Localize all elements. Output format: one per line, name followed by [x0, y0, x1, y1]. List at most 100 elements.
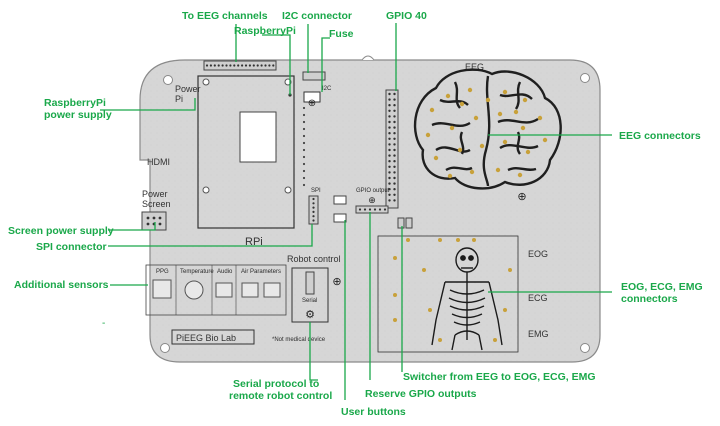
logo-icon: ⊕ — [368, 195, 376, 205]
gpio-pin — [388, 165, 391, 168]
body-electrode-pad — [438, 338, 442, 342]
eeg-electrode-pad — [429, 107, 435, 113]
spi-pin — [312, 219, 315, 222]
user-button-2[interactable] — [333, 213, 347, 223]
air-sensor-footprint[interactable] — [241, 282, 259, 298]
raspberry-pi-window — [239, 111, 277, 163]
gpio-pin — [388, 154, 391, 157]
gpio-pin — [393, 171, 396, 174]
screen-power-connector[interactable] — [141, 211, 167, 231]
eeg-header-pin — [213, 64, 216, 67]
callout-raspberry-pi-power-supply: RaspberryPi power supply — [44, 97, 112, 121]
user-button-1[interactable] — [333, 195, 347, 205]
switcher-1[interactable] — [397, 217, 405, 229]
spi-connector[interactable] — [308, 195, 319, 225]
serial-connector[interactable] — [305, 271, 315, 295]
body-electrode-pad — [393, 318, 397, 322]
ppg-sensor-footprint[interactable] — [152, 279, 172, 299]
dash-mark: - — [102, 318, 105, 329]
callout-screen-power-supply: Screen power supply — [8, 225, 114, 237]
spi-pin — [312, 206, 315, 209]
eeg-electrode-pad — [495, 167, 501, 173]
eeg-electrode-pad — [445, 93, 451, 99]
gpio-pin — [388, 137, 391, 140]
side-pin — [302, 169, 306, 173]
body-electrode-pad — [393, 256, 397, 260]
gpio-pin — [388, 193, 391, 196]
gpio-pin — [393, 143, 396, 146]
eeg-electrode-pad — [449, 125, 455, 131]
gpio-pin — [388, 109, 391, 113]
gpio-pin — [388, 104, 391, 107]
switcher-2[interactable] — [405, 217, 413, 229]
gpio-pin — [393, 199, 396, 202]
callout-i2c-connector: I2C connector — [282, 10, 352, 22]
reserve-gpio-pin — [373, 208, 377, 211]
reserve-gpio-pin — [383, 208, 387, 211]
warning-logo-icon: ⊕ — [517, 191, 526, 203]
eeg-electrode-pad — [502, 139, 508, 145]
reserve-gpio-pin — [368, 208, 372, 211]
callout-leader-lines — [100, 23, 612, 400]
side-pin — [302, 106, 306, 110]
eeg-channel-header[interactable] — [203, 60, 277, 71]
spi-label: SPI — [311, 188, 321, 194]
gpio-pin — [388, 148, 391, 152]
pin — [146, 222, 150, 226]
body-electrode-pad — [493, 338, 497, 342]
eeg-electrode-pad — [525, 149, 531, 155]
eeg-electrode-pad — [542, 137, 548, 143]
callout-reserve-gpio: Reserve GPIO outputs — [365, 388, 477, 400]
pin — [158, 222, 162, 226]
lab-label-box — [171, 329, 255, 345]
gpio-pin — [388, 199, 391, 202]
audio-sensor-footprint[interactable] — [215, 282, 233, 298]
eeg-header-pin — [244, 64, 248, 67]
serial-label: Serial — [302, 298, 317, 304]
side-pin — [302, 176, 306, 180]
gpio-pin — [393, 188, 396, 191]
i2c-small-label: I2C — [322, 86, 332, 92]
i2c-connector[interactable] — [302, 71, 326, 81]
pin — [146, 216, 150, 220]
body-electrode-pad — [393, 293, 397, 297]
emg-label: EMG — [528, 329, 549, 339]
eeg-header-pin — [264, 64, 267, 67]
eeg-electrode-pad — [457, 147, 463, 153]
spi-pin — [312, 215, 315, 218]
eeg-electrode-pads — [425, 87, 548, 179]
gpio-pin — [393, 176, 396, 180]
eeg-header-pin — [256, 64, 259, 67]
gpio-pin — [393, 165, 396, 168]
callout-gpio-40: GPIO 40 — [386, 10, 427, 22]
eeg-electrode-pad — [459, 101, 465, 107]
callout-additional-sensors: Additional sensors — [14, 279, 109, 291]
logo-icon: ⊕ — [332, 276, 341, 288]
gpio-pin — [388, 171, 391, 174]
side-pin — [302, 127, 306, 131]
pin — [158, 216, 162, 220]
callout-switcher: Switcher from EEG to EOG, ECG, EMG — [403, 371, 596, 383]
gpio-pin — [388, 143, 391, 146]
eeg-electrode-pad — [502, 89, 508, 95]
temperature-sensor-footprint[interactable] — [184, 280, 204, 300]
air-sensor-footprint-2[interactable] — [263, 282, 281, 298]
gpio-pin — [388, 182, 391, 185]
gpio-pin — [388, 126, 391, 129]
eeg-header-pin — [272, 64, 275, 67]
pin — [152, 216, 156, 220]
eeg-electrode-pad — [520, 125, 526, 131]
reserve-gpio-pin — [358, 208, 362, 211]
side-pin — [302, 148, 306, 152]
body-electrode-pad — [503, 308, 507, 312]
body-electrode-pad — [422, 268, 426, 272]
callout-eeg-connectors: EEG connectors — [619, 130, 701, 142]
body-electrode-pad — [456, 238, 460, 242]
eeg-header-pin — [237, 64, 240, 67]
mounting-hole — [580, 73, 590, 83]
spi-pins — [312, 197, 315, 222]
eeg-electrode-pad — [467, 87, 473, 93]
reserve-gpio-header[interactable] — [355, 205, 389, 214]
